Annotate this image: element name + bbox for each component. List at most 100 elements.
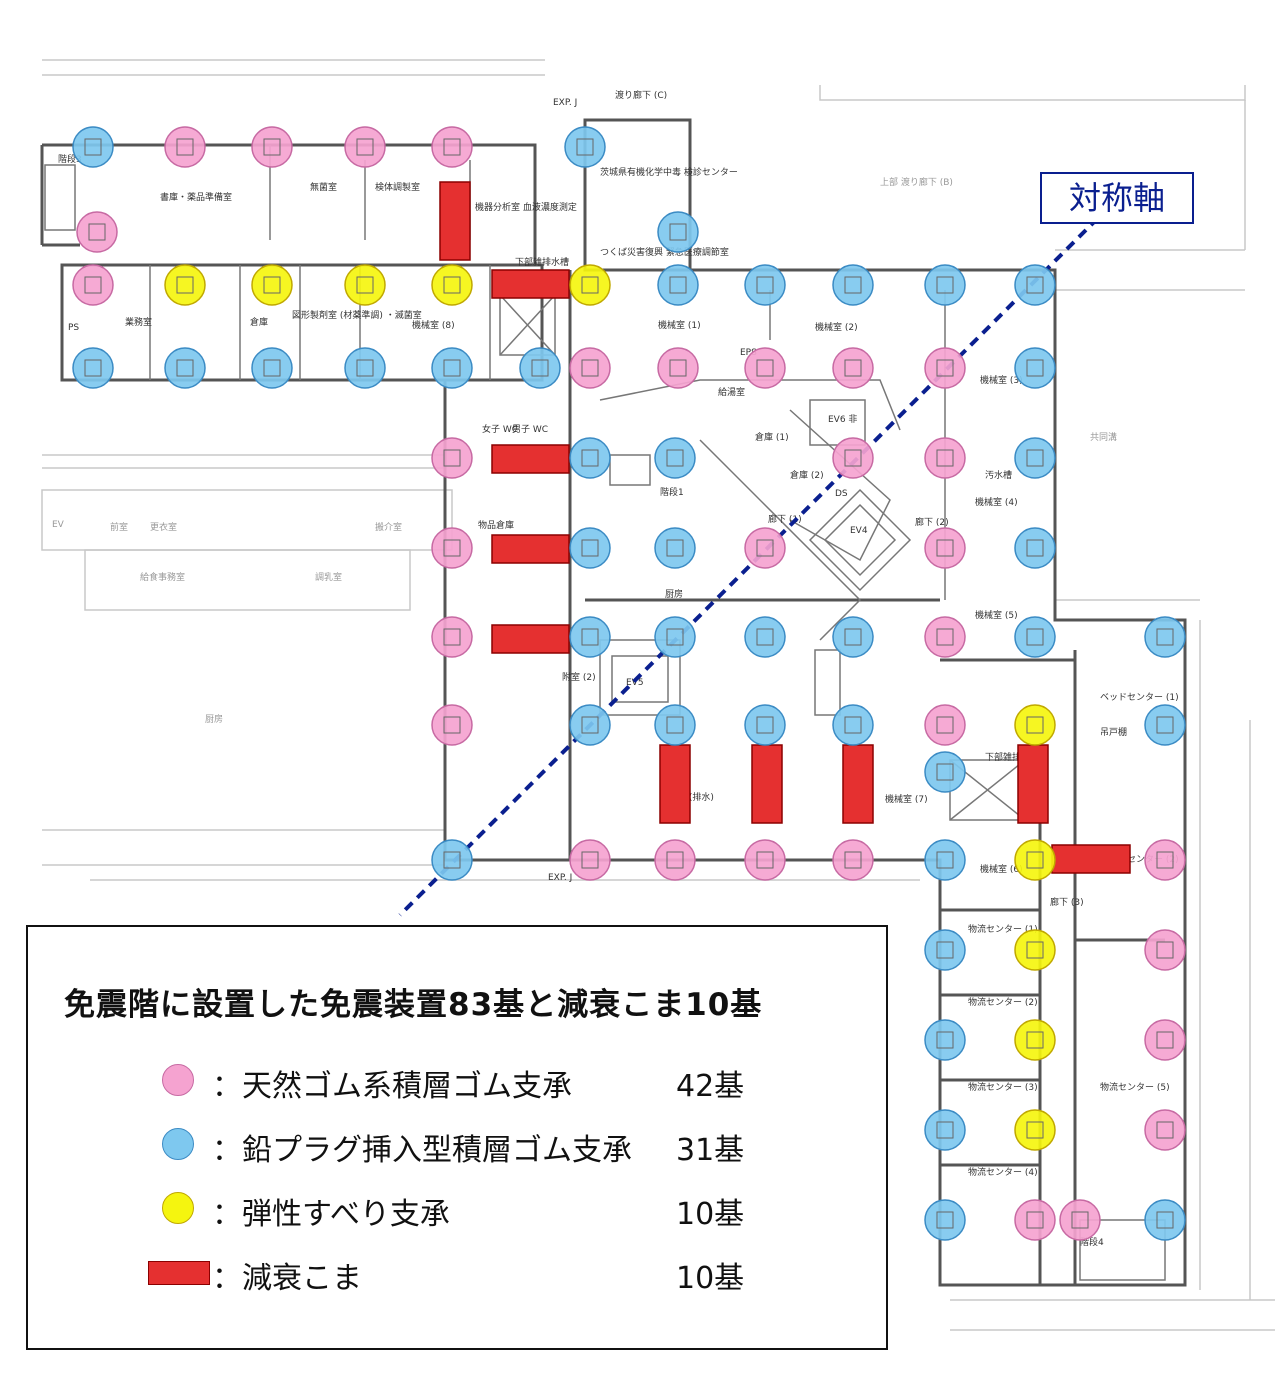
room-label: 機械室 (4)	[975, 496, 1018, 508]
column-mark	[936, 1031, 954, 1049]
legend-item-damper: ：減衰こま 10基	[148, 1247, 868, 1297]
lead-rubber-bearing	[431, 839, 473, 881]
damper	[491, 444, 570, 474]
room-label: 図形製剤室 (材薬準調) ・滅菌室	[292, 309, 422, 321]
column-mark	[756, 539, 774, 557]
column-mark	[443, 851, 461, 869]
natural-rubber-bearing	[924, 437, 966, 479]
natural-rubber-bearing	[344, 126, 386, 168]
column-mark	[576, 138, 594, 156]
natural-rubber-bearing	[1144, 1109, 1186, 1151]
room-label: 廊下 (3)	[1050, 896, 1084, 908]
room-label: 機械室 (2)	[815, 321, 858, 333]
column-mark	[844, 359, 862, 377]
lead-rubber-bearing	[1014, 347, 1056, 389]
lead-rubber-bearing	[744, 616, 786, 658]
natural-rubber-bearing	[1014, 1199, 1056, 1241]
column-mark	[84, 138, 102, 156]
room-label: 給湯室	[718, 386, 745, 398]
room-label: 倉庫	[250, 316, 268, 328]
lead-rubber-bearing	[832, 704, 874, 746]
legend-title: 免震階に設置した免震装置83基と減衰こま10基	[64, 987, 763, 1023]
lead-rubber-bearing	[744, 264, 786, 306]
room-label: EV6 非	[828, 413, 857, 425]
natural-rubber-bearing	[924, 616, 966, 658]
damper	[659, 744, 691, 824]
lead-rubber-bearing	[924, 264, 966, 306]
damper	[491, 624, 570, 654]
natural-rubber-bearing	[569, 347, 611, 389]
lead-rubber-bearing	[744, 704, 786, 746]
column-mark	[1156, 1211, 1174, 1229]
natural-rubber-bearing	[431, 126, 473, 168]
room-label: 物流センター (4)	[968, 1166, 1038, 1178]
column-mark	[1156, 1031, 1174, 1049]
column-mark	[1026, 851, 1044, 869]
column-mark	[936, 1121, 954, 1139]
room-label: 物品倉庫	[478, 519, 514, 531]
legend-item-lead-rubber: ：鉛プラグ挿入型積層ゴム支承 31基	[148, 1119, 868, 1169]
lead-rubber-bearing	[657, 211, 699, 253]
damper-icon	[148, 1261, 210, 1285]
natural-rubber-bearing	[164, 126, 206, 168]
legend-count: 31基	[676, 1133, 745, 1168]
natural-rubber-bearing	[832, 839, 874, 881]
natural-rubber-bearing	[654, 839, 696, 881]
room-label: 搬介室	[375, 521, 402, 533]
background-grid	[41, 59, 1275, 1331]
room-label: PS	[68, 323, 79, 333]
column-mark	[84, 359, 102, 377]
natural-rubber-bearing	[431, 437, 473, 479]
room-label: 共同溝	[1090, 431, 1117, 443]
column-mark	[936, 716, 954, 734]
room-label: ベッドセンター (2)	[1100, 854, 1179, 865]
lead-rubber-bearing	[72, 347, 114, 389]
column-mark	[669, 276, 687, 294]
lead-rubber-bearing	[1014, 264, 1056, 306]
room-label: 厨房	[205, 713, 223, 725]
column-mark	[669, 359, 687, 377]
lead-rubber-bearing	[654, 437, 696, 479]
column-mark	[84, 276, 102, 294]
legend-label: ：減衰こま	[212, 1261, 362, 1296]
column-mark	[443, 539, 461, 557]
legend: 免震階に設置した免震装置83基と減衰こま10基 ：天然ゴム系積層ゴム支承 42基…	[26, 925, 888, 1350]
lead-rubber-bearing	[654, 704, 696, 746]
natural-rubber-bearing	[76, 211, 118, 253]
room-label: 附室 (2)	[562, 671, 596, 683]
room-label: 階段1	[660, 486, 684, 498]
column-mark	[936, 851, 954, 869]
room-label: 機器分析室 血液濃度測定	[475, 201, 577, 213]
room-label: 厨房	[665, 588, 683, 600]
natural-rubber-bearing	[1144, 1019, 1186, 1061]
column-mark	[581, 716, 599, 734]
column-mark	[176, 138, 194, 156]
room-label: 更衣室	[150, 521, 177, 533]
lead-rubber-bearing	[924, 1199, 966, 1241]
lead-rubber-bearing	[654, 527, 696, 569]
lead-rubber-bearing	[832, 616, 874, 658]
lead-rubber-bearing	[924, 1019, 966, 1061]
room-label: 機械室 (5)	[975, 609, 1018, 621]
lead-rubber-bearing	[569, 616, 611, 658]
room-label: 汚水槽	[985, 469, 1012, 481]
column-mark	[1156, 941, 1174, 959]
column-mark	[1026, 539, 1044, 557]
damper	[1051, 844, 1131, 874]
column-mark	[356, 138, 374, 156]
room-label: 下部雑排水槽	[515, 256, 569, 268]
natural-rubber-bearing	[1059, 1199, 1101, 1241]
column-mark	[936, 763, 954, 781]
column-mark	[1071, 1211, 1089, 1229]
column-mark	[666, 628, 684, 646]
column-mark	[356, 359, 374, 377]
room-label: 物流センター (3)	[968, 1081, 1038, 1093]
column-mark	[263, 276, 281, 294]
room-label: EV5	[626, 678, 644, 688]
damper	[1017, 744, 1049, 824]
room-label: ベッドセンター (1)	[1100, 692, 1179, 703]
lead-rubber-bearing	[1014, 616, 1056, 658]
room-label: 物流センター (2)	[968, 996, 1038, 1008]
lead-rubber-bearing	[924, 1109, 966, 1151]
